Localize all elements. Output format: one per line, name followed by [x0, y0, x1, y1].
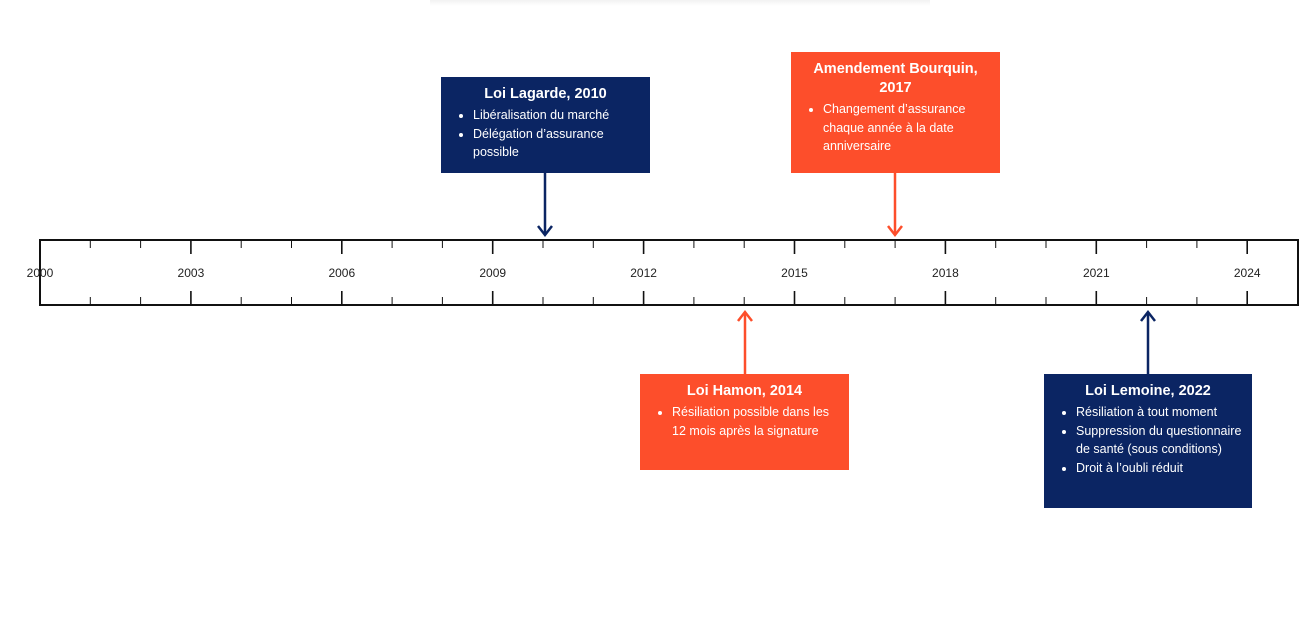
event-bullets: Résiliation possible dans les 12 mois ap… [650, 403, 839, 440]
event-title: Loi Lemoine, 2022 [1085, 383, 1211, 399]
event-title: Amendement Bourquin, 2017 [813, 61, 978, 96]
year-label-2015: 2015 [781, 266, 808, 280]
event-bullet: Résiliation à tout moment [1076, 403, 1242, 422]
arrow-lagarde [537, 173, 553, 238]
arrow-bourquin [887, 173, 903, 238]
timeline-ticks [39, 240, 1298, 305]
event-bullet: Résiliation possible dans les 12 mois ap… [672, 403, 839, 440]
event-hamon: Loi Hamon, 2014 Résiliation possible dan… [640, 374, 849, 470]
year-label-2003: 2003 [178, 266, 205, 280]
event-lagarde: Loi Lagarde, 2010 Libéralisation du marc… [441, 77, 650, 173]
event-bullet: Suppression du questionnaire de santé (s… [1076, 422, 1242, 459]
event-bullets: Changement d’assurance chaque année à la… [801, 100, 990, 156]
year-label-2021: 2021 [1083, 266, 1110, 280]
year-label-2009: 2009 [479, 266, 506, 280]
year-label-2006: 2006 [328, 266, 355, 280]
event-bullet: Délégation d’assurance possible [473, 125, 640, 162]
event-bullet: Changement d’assurance chaque année à la… [823, 100, 990, 156]
year-label-2012: 2012 [630, 266, 657, 280]
year-label-2018: 2018 [932, 266, 959, 280]
event-title: Loi Hamon, 2014 [686, 383, 803, 399]
arrow-lemoine [1140, 309, 1156, 374]
event-title: Loi Lagarde, 2010 [484, 86, 607, 102]
top-shadow [430, 0, 930, 6]
arrow-hamon [737, 309, 753, 374]
timeline-year-labels: 2000 2003 2006 2009 2012 2015 2018 2021 2024 [27, 266, 1261, 280]
year-label-2000: 2000 [27, 266, 54, 280]
event-lemoine: Loi Lemoine, 2022 Résiliation à tout mom… [1044, 374, 1252, 508]
year-label-2024: 2024 [1234, 266, 1261, 280]
event-bourquin: Amendement Bourquin, 2017 Changement d’a… [791, 52, 1000, 173]
event-bullet: Droit à l’oubli réduit [1076, 459, 1242, 478]
event-bullets: Résiliation à tout moment Suppression du… [1054, 403, 1242, 477]
event-bullets: Libéralisation du marché Délégation d’as… [451, 106, 640, 162]
event-bullet: Libéralisation du marché [473, 106, 640, 125]
timeline-bar [39, 239, 1299, 306]
